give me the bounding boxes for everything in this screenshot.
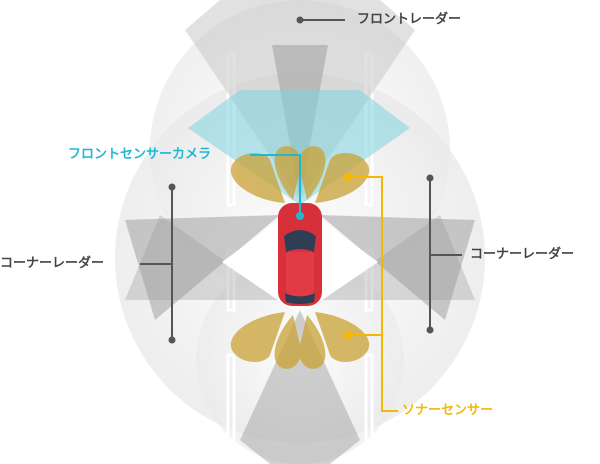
left-corner-radar-label: コーナーレーダー [0, 256, 105, 271]
left-corner-radar-dot-top [168, 183, 176, 191]
sonar-dot-rear [344, 331, 352, 339]
front-camera-cone [188, 90, 410, 205]
corner-radar-cone-rear-right [320, 215, 475, 300]
rear-range-circle [196, 256, 404, 464]
corner-radar-cone-rear-left [125, 215, 280, 300]
left-corner-radar-dot-bottom [168, 336, 176, 344]
sonar-leader-line [348, 176, 398, 412]
right-corner-radar-label: コーナーレーダー [470, 247, 575, 262]
corner-radar-cone-front-right [320, 215, 475, 320]
sonar-label: ソナーセンサー [402, 403, 494, 418]
rear-radar-cone [240, 310, 360, 464]
sonar-dot-front [344, 173, 352, 181]
front-camera-leader-line [250, 154, 301, 215]
car-icon [278, 203, 322, 306]
front-radar-label: フロントレーダー [357, 12, 462, 27]
right-corner-radar-dot-bottom [426, 326, 434, 334]
corner-radar-cone-front-left [125, 215, 280, 320]
sonar-lobes [230, 146, 370, 369]
front-radar-dot [296, 16, 304, 24]
front-camera-label: フロントセンサーカメラ [68, 147, 212, 162]
right-corner-radar-dot-top [426, 174, 434, 182]
front-camera-dot [296, 212, 304, 220]
